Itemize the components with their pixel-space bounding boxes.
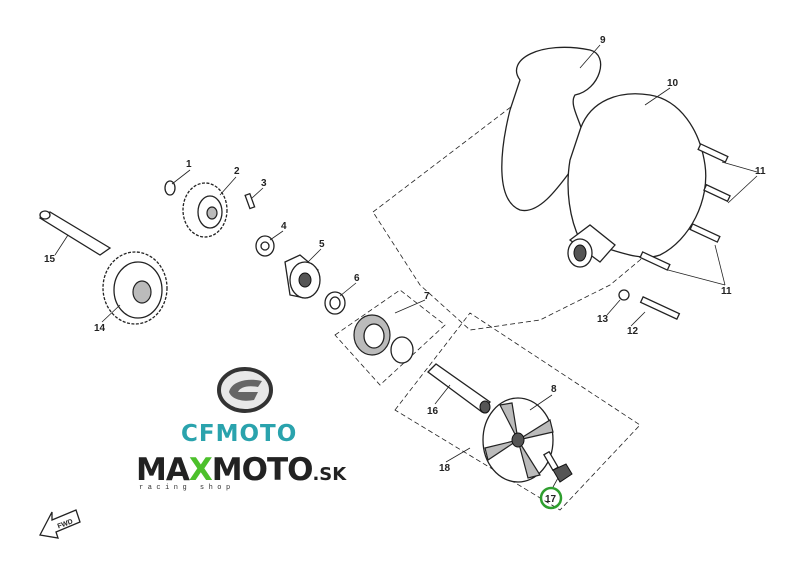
maxmoto-tagline: racing shop <box>139 484 235 492</box>
label-16: 16 <box>427 406 439 417</box>
part-7-seal <box>353 314 414 364</box>
maxmoto-part-b: MOTO <box>211 452 314 488</box>
label-12: 12 <box>627 326 639 337</box>
label-5: 5 <box>319 239 325 250</box>
maxmoto-part-a: MA <box>136 452 190 488</box>
label-18: 18 <box>439 463 451 474</box>
label-1: 1 <box>186 159 192 170</box>
label-11b: 11 <box>721 286 732 297</box>
label-9: 9 <box>600 35 606 46</box>
fwd-arrow-icon: FWD <box>39 509 81 539</box>
maxmoto-part-x: X <box>188 452 213 488</box>
label-7: 7 <box>424 291 430 302</box>
assembly-outline-seal <box>334 289 446 386</box>
part-1-circlip <box>164 180 176 196</box>
highlight-circle-17 <box>539 486 563 510</box>
part-4-washer <box>255 235 275 257</box>
part-10-pump-cover <box>567 93 707 268</box>
maxmoto-domain: .SK <box>312 464 347 485</box>
part-17-bolt <box>543 450 573 483</box>
assembly-outline-main <box>372 99 691 331</box>
label-13: 13 <box>597 314 609 325</box>
label-2: 2 <box>234 166 240 177</box>
part-15-shaft <box>38 210 112 256</box>
part-12-bolt <box>639 295 681 321</box>
leader-lines <box>54 44 758 488</box>
label-15: 15 <box>44 254 56 265</box>
part-2-gear <box>182 182 228 238</box>
cfmoto-logo-text: CFMOTO <box>181 421 298 447</box>
part-16-shaft <box>427 363 491 414</box>
part-13-washer <box>618 289 630 301</box>
label-14: 14 <box>94 323 106 334</box>
maxmoto-logo: MAXMOTO.SK <box>136 452 346 488</box>
label-4: 4 <box>281 221 287 232</box>
part-11-bolts <box>639 143 731 271</box>
label-17: 17 <box>545 494 557 505</box>
label-11a: 11 <box>755 166 766 177</box>
label-3: 3 <box>261 178 267 189</box>
part-6-ring <box>324 291 346 315</box>
part-8-impeller <box>482 397 554 483</box>
label-6: 6 <box>354 273 360 284</box>
part-3-pin <box>244 192 256 210</box>
label-8: 8 <box>551 384 557 395</box>
cfmoto-emblem-logo <box>217 367 273 413</box>
part-14-gear <box>102 251 168 325</box>
label-10: 10 <box>667 78 679 89</box>
part-5-bearing <box>284 254 321 299</box>
